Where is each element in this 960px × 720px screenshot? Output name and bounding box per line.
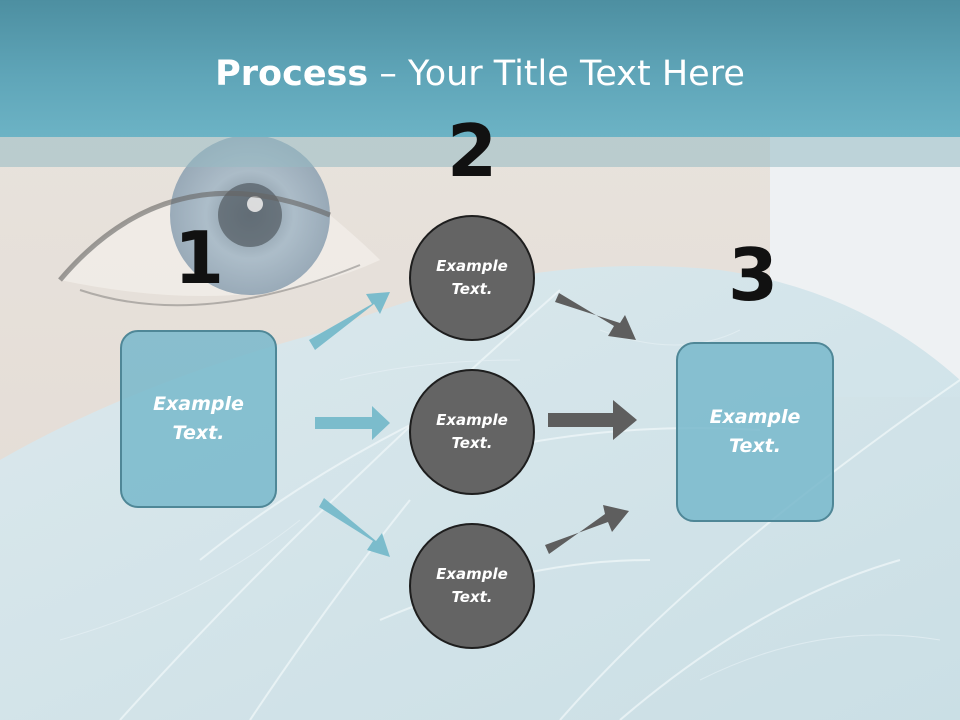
arrow-2-to-3-middle <box>548 400 637 440</box>
step-2-text-bottom: Example Text. <box>436 565 508 606</box>
step-2-circle-top: Example Text. <box>409 215 535 341</box>
step-number-1: 1 <box>173 216 225 300</box>
step-number-3: 3 <box>727 233 779 317</box>
arrow-1-to-2-middle <box>315 406 390 440</box>
step-2-text-middle: Example Text. <box>436 411 508 452</box>
step-3-text: Example Text. <box>709 406 801 457</box>
title-bold: Process <box>215 54 369 94</box>
step-1-text: Example Text. <box>153 393 244 444</box>
arrow-2-to-3-bottom <box>545 505 629 554</box>
step-1-box: Example Text. <box>120 330 277 508</box>
header-strip <box>0 137 960 167</box>
step-2-circle-bottom: Example Text. <box>409 523 535 649</box>
arrow-2-to-3-top <box>555 293 636 340</box>
eye-illustration <box>58 135 380 307</box>
arrow-1-to-2-top <box>309 292 390 350</box>
arrow-1-to-2-bottom <box>319 498 390 557</box>
step-2-text-top: Example Text. <box>436 257 508 298</box>
step-number-2: 2 <box>446 109 498 193</box>
title-rest: – Your Title Text Here <box>368 54 745 94</box>
step-2-circle-middle: Example Text. <box>409 369 535 495</box>
header-bar <box>0 0 960 137</box>
step-3-box: Example Text. <box>676 342 834 522</box>
page-title: Process – Your Title Text Here <box>0 52 960 96</box>
